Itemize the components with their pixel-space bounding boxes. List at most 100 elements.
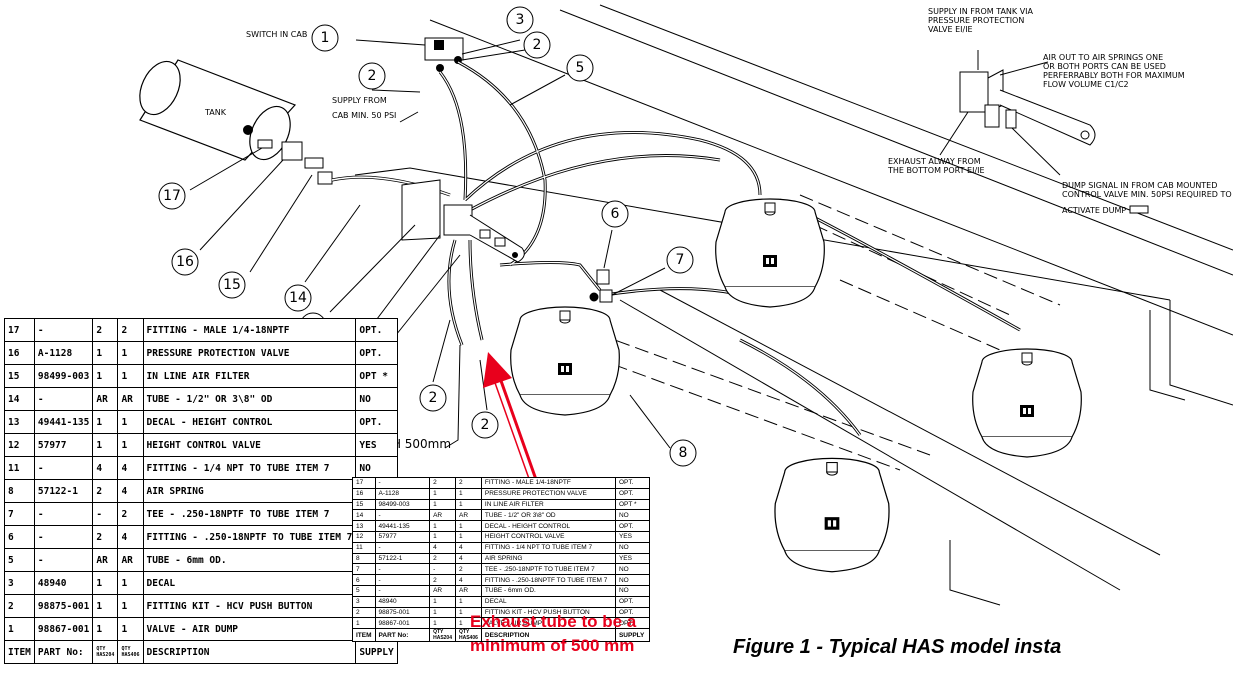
- svg-text:CONTROL VALVE MIN. 50PSI REQUI: CONTROL VALVE MIN. 50PSI REQUIRED TO: [1062, 190, 1232, 199]
- bom-cell-desc: FITTING - .250-18NPTF TO TUBE ITEM 7: [480, 574, 616, 586]
- bom-cell-desc: FITTING KIT - HCV PUSH BUTTON: [142, 594, 357, 618]
- callout-circle: [601, 200, 629, 228]
- bom-cell-part: 48940: [33, 571, 94, 595]
- bom-cell-part: -: [33, 525, 94, 549]
- bom-cell-q2: 1: [455, 498, 482, 511]
- bom-cell-part: -: [33, 456, 94, 480]
- bom-cell-part: 57122-1: [374, 552, 431, 565]
- bom-cell-q2: 2: [455, 477, 482, 489]
- callout-circle: [284, 284, 312, 312]
- callout-number: 2: [429, 390, 438, 406]
- min-length-leader: [444, 344, 461, 449]
- bom-cell-item: 2: [352, 606, 376, 619]
- bom-cell-q2: 2: [117, 318, 144, 342]
- bom-cell-item: 16: [352, 487, 376, 500]
- bom-cell-desc: TUBE - 6mm OD.: [142, 548, 357, 572]
- bom-cell-item: 8: [352, 552, 376, 565]
- bom-cell-q1: AR: [429, 584, 456, 597]
- air-tank: [139, 59, 297, 161]
- bom-cell-q2: 1: [117, 571, 144, 595]
- svg-text:THE BOTTOM PORT EI/IE: THE BOTTOM PORT EI/IE: [887, 166, 985, 175]
- bom-cell-q2: 4: [117, 479, 144, 503]
- bom-cell-q2: 1: [117, 617, 144, 641]
- bom-cell-item: 3: [352, 595, 376, 608]
- detail-air-out-text: AIR OUT TO AIR SPRINGS ONE OR BOTH PORTS…: [1043, 53, 1185, 89]
- bom-cell-sup: YES: [614, 552, 651, 565]
- callout-leader: [509, 74, 566, 106]
- callout-circle: [419, 384, 447, 412]
- svg-text:EXHAUST ALWAY FROM: EXHAUST ALWAY FROM: [888, 157, 981, 166]
- svg-text:VALVE EI/IE: VALVE EI/IE: [928, 25, 973, 34]
- callout-number: 2: [368, 68, 377, 84]
- bom-cell-q2: 1: [117, 364, 144, 388]
- callout-number: 16: [176, 254, 194, 270]
- frame-rail: [354, 4, 1233, 606]
- bom-cell-desc: FITTING - MALE 1/4-18NPTF: [480, 477, 616, 489]
- bom-header-cell: ITEM: [4, 640, 35, 664]
- bom-cell-desc: AIR SPRING: [142, 479, 357, 503]
- bom-cell-sup: NO: [614, 541, 651, 554]
- bom-cell-sup: OPT *: [614, 498, 651, 511]
- bom-cell-desc: DECAL - HEIGHT CONTROL: [480, 520, 616, 532]
- dump-switch: [424, 37, 464, 72]
- callout-circle: [471, 411, 499, 439]
- exhaust-note-line-1: Exhaust tube to be a: [470, 612, 637, 631]
- callouts: 132251716151413121122678: [158, 6, 697, 467]
- callout-leader: [304, 204, 361, 283]
- bom-cell-item: 17: [4, 318, 35, 342]
- bom-cell-part: -: [33, 502, 94, 526]
- bom-cell-q1: 2: [429, 477, 456, 489]
- bom-cell-part: -: [374, 509, 431, 522]
- bom-cell-q1: AR: [429, 509, 456, 522]
- supply-label-2: CAB MIN. 50 PSI: [332, 111, 396, 120]
- svg-text:PERFERRABLY BOTH FOR MAXIMUM: PERFERRABLY BOTH FOR MAXIMUM: [1043, 71, 1185, 80]
- bom-header-cell: PART No:: [374, 628, 431, 643]
- bom-cell-part: 98867-001: [33, 617, 94, 641]
- bom-cell-part: 48940: [374, 595, 431, 608]
- bom-cell-item: 5: [352, 584, 376, 597]
- bom-cell-q1: 1: [92, 341, 119, 365]
- bom-cell-desc: HEIGHT CONTROL VALVE: [480, 530, 616, 543]
- bom-cell-desc: VALVE - AIR DUMP: [142, 617, 357, 641]
- bom-cell-q1: -: [429, 563, 456, 576]
- callout-leader: [199, 159, 284, 251]
- callout-number: 17: [163, 188, 181, 204]
- bom-cell-item: 16: [4, 341, 35, 365]
- bom-cell-desc: TEE - .250-18NPTF TO TUBE ITEM 7: [142, 502, 357, 526]
- bom-cell-item: 1: [352, 617, 376, 630]
- supply-arrow: [399, 111, 419, 123]
- bom-cell-q1: 4: [92, 456, 119, 480]
- bom-cell-q1: 1: [92, 410, 119, 434]
- bom-cell-q1: 1: [92, 364, 119, 388]
- switch-in-cab-label: SWITCH IN CAB: [246, 30, 307, 39]
- bom-cell-q1: -: [92, 502, 119, 526]
- callout-number: 15: [223, 277, 241, 293]
- bom-cell-q1: 1: [92, 594, 119, 618]
- exhaust-note-line-2: minimum of 500 mm: [470, 636, 635, 655]
- height-control-valve: [401, 179, 525, 263]
- callout-circle: [171, 248, 199, 276]
- bom-cell-item: 17: [352, 477, 376, 489]
- bom-cell-q1: 2: [92, 525, 119, 549]
- bom-cell-part: 57977: [33, 433, 94, 457]
- callout-number: 14: [289, 290, 307, 306]
- bom-cell-q2: 1: [455, 595, 482, 608]
- bom-cell-desc: TUBE - 1/2" OR 3\8" OD: [142, 387, 357, 411]
- bom-header-cell: QTY HAS204: [429, 628, 456, 643]
- bom-cell-q1: 2: [429, 574, 456, 586]
- callout-leader: [461, 39, 521, 55]
